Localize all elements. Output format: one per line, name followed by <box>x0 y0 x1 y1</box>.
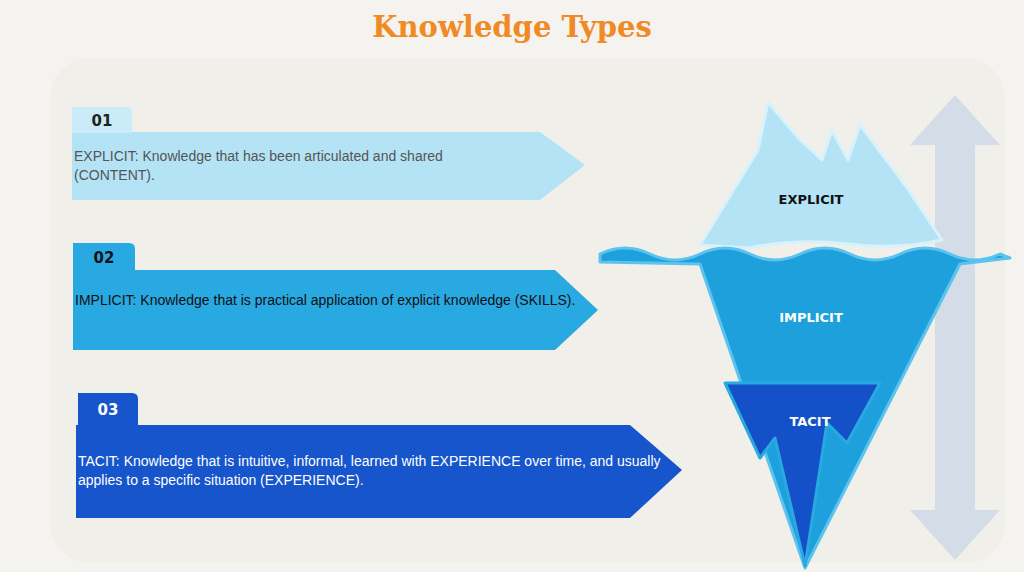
description-text: EXPLICIT: Knowledge that has been articu… <box>74 147 514 185</box>
banner-arrow: 01EXPLICIT: Knowledge that has been arti… <box>72 107 585 200</box>
callout-number: 01 <box>72 112 132 130</box>
shape-outline <box>725 383 880 568</box>
description-text: IMPLICIT: Knowledge that is practical ap… <box>75 291 590 310</box>
layer-label: EXPLICIT <box>761 192 861 207</box>
callout-number: 03 <box>78 401 138 419</box>
iceberg-tip: EXPLICIT <box>698 98 944 250</box>
shape-fill <box>72 107 132 133</box>
banner-arrow: 02IMPLICIT: Knowledge that is practical … <box>73 243 598 350</box>
shape-fill <box>72 132 585 200</box>
shape-outline <box>698 98 944 250</box>
description-text: TACIT: Knowledge that is intuitive, info… <box>78 452 668 490</box>
shape-fill <box>76 425 682 518</box>
callout-number: 02 <box>73 249 135 267</box>
layer-label: TACIT <box>760 414 860 429</box>
shape-fill <box>725 383 880 566</box>
layer-label: IMPLICIT <box>761 310 861 325</box>
iceberg-core: TACIT <box>725 383 880 568</box>
shape-fill <box>700 102 942 248</box>
shape-fill <box>600 248 1010 568</box>
shape-fill <box>78 393 138 427</box>
shape-fill <box>73 243 135 272</box>
shape-fill <box>73 270 598 350</box>
banner-arrow: 03TACIT: Knowledge that is intuitive, in… <box>76 393 682 518</box>
iceberg-body: IMPLICIT TACIT <box>600 240 1010 570</box>
diagram-title: Knowledge Types <box>0 10 1024 44</box>
